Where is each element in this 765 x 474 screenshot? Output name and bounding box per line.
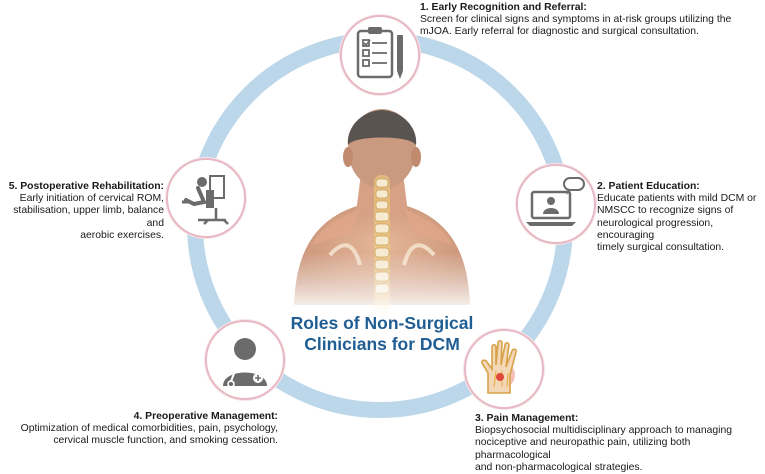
step-2-line: Educate patients with mild DCM or xyxy=(597,193,757,205)
step-1-title: 1. Early Recognition and Referral: xyxy=(420,2,587,13)
step-4-text: 4. Preoperative Management: Optimization… xyxy=(20,411,278,448)
step-2-line: NMSCC to recognize signs of xyxy=(597,205,734,217)
step-2-text: 2. Patient Education: Educate patients w… xyxy=(597,181,762,254)
step-1-line: mJOA. Early referral for diagnostic and … xyxy=(420,26,699,38)
step-2-line: timely surgical consultation. xyxy=(597,242,725,254)
step-5-line: aerobic exercises. xyxy=(80,229,164,241)
step-1-line: Screen for clinical signs and symptoms i… xyxy=(420,14,732,26)
node-patient-education xyxy=(516,164,596,244)
step-4-line: Optimization of medical comorbidities, p… xyxy=(20,423,278,435)
diagram-title: Roles of Non-Surgical Clinicians for DCM xyxy=(262,313,502,355)
step-3-title: 3. Pain Management: xyxy=(475,413,579,424)
clipboard-checklist-icon xyxy=(356,27,403,79)
title-line-1: Roles of Non-Surgical xyxy=(290,313,474,333)
hand-pain-icon xyxy=(481,339,517,394)
exercise-machine-icon xyxy=(182,175,229,225)
step-2-title: 2. Patient Education: xyxy=(597,181,700,192)
laptop-telehealth-icon xyxy=(526,177,585,226)
step-4-title: 4. Preoperative Management: xyxy=(133,411,278,422)
step-1-text: 1. Early Recognition and Referral: Scree… xyxy=(420,2,760,39)
step-5-line: Early initiation of cervical ROM, xyxy=(19,193,164,205)
step-2-line: neurological progression, encouraging xyxy=(597,217,714,241)
step-4-line: cervical muscle function, and smoking ce… xyxy=(53,435,278,447)
spine-anatomy-illustration xyxy=(290,105,474,315)
step-3-text: 3. Pain Management: Biopsychosocial mult… xyxy=(475,413,765,474)
node-postoperative-rehabilitation xyxy=(166,158,246,238)
step-5-title: 5. Postoperative Rehabilitation: xyxy=(8,181,164,192)
title-line-2: Clinicians for DCM xyxy=(304,334,460,354)
node-early-recognition xyxy=(340,15,420,95)
doctor-icon xyxy=(223,338,267,388)
step-3-line: Biopsychosocial multidisciplinary approa… xyxy=(475,425,733,437)
node-pain-management xyxy=(464,329,544,409)
step-5-line: stabilisation, upper limb, balance and xyxy=(13,205,164,229)
node-preoperative-management xyxy=(205,320,285,400)
step-3-line: nociceptive and neuropathic pain, utiliz… xyxy=(475,437,691,461)
step-5-text: 5. Postoperative Rehabilitation: Early i… xyxy=(4,181,164,242)
step-3-line: and non-pharmacological strategies. xyxy=(475,461,643,473)
